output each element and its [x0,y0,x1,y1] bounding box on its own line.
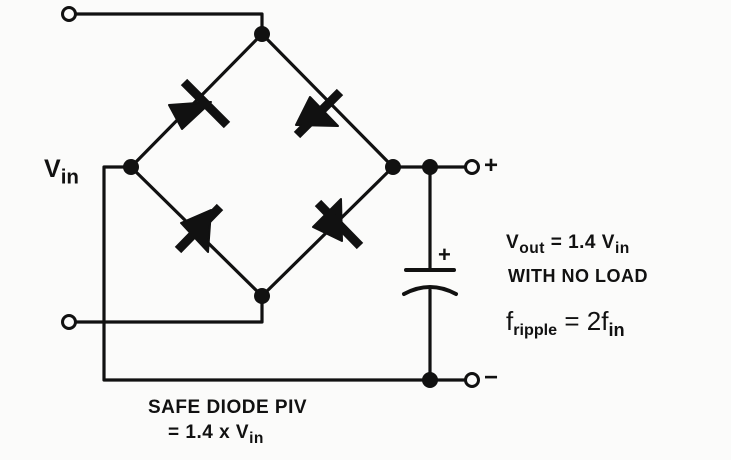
wire-input-bottom [74,294,264,324]
input-terminal-top [61,6,77,22]
capacitor-polarity-label: + [438,242,451,267]
junction-node-right [385,159,401,175]
ripple-formula: fripple = 2fin [506,306,625,340]
no-load-label: WITH NO LOAD [508,266,648,286]
output-terminal-plus [464,159,480,175]
piv-label-line1: SAFE DIODE PIV [148,397,308,418]
junction-node-bottom [254,288,270,304]
plus-terminal-label: + [484,152,499,179]
junction-node-left [123,159,139,175]
vin-label: Vin [44,155,79,189]
piv-label-line2: = 1.4 x Vin [168,422,264,447]
output-terminal-minus [464,372,480,388]
wire-input-top [74,12,264,36]
wires [74,12,467,382]
minus-terminal-label: − [484,364,499,391]
wire-ground-return [102,165,467,382]
diode-top-left [168,78,231,130]
diode-bottom-right [312,198,364,250]
diode-top-right [293,88,344,139]
diode-bottom-left [174,203,224,254]
junction-nodes [123,26,438,388]
filter-capacitor [402,268,458,296]
vout-formula: Vout = 1.4 Vin [506,232,630,257]
junction-node-cap-top [422,159,438,175]
input-terminal-bottom [61,314,77,330]
junction-node-top [254,26,270,42]
junction-node-cap-bottom [422,372,438,388]
